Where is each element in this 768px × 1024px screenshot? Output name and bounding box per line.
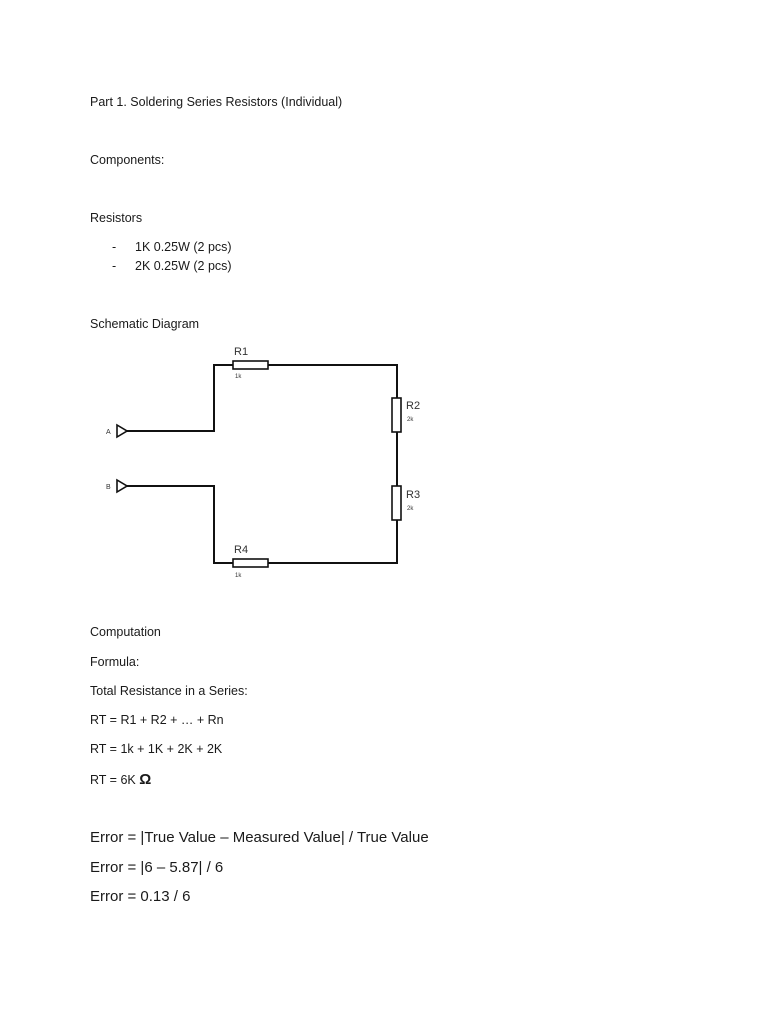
resistor-item-1k: 1K 0.25W (2 pcs) — [135, 240, 232, 254]
resistor-r3-icon — [391, 485, 402, 521]
resistor-r2-value: 2k — [407, 417, 414, 423]
total-resistance-label: Total Resistance in a Series: — [90, 684, 248, 698]
error-formula: Error = |True Value – Measured Value| / … — [90, 829, 429, 846]
resistor-r1-icon — [232, 360, 269, 370]
resistor-r4-label: R4 — [234, 544, 248, 556]
ohm-symbol: Ω — [139, 771, 152, 788]
wire-top — [268, 364, 398, 398]
resistors-heading: Resistors — [90, 211, 143, 225]
terminal-b-label: B — [106, 484, 111, 491]
components-heading: Components: — [90, 153, 165, 167]
error-substituted: Error = |6 – 5.87| / 6 — [90, 859, 224, 876]
rt-result: RT = 6K Ω — [90, 772, 151, 787]
error-result: Error = 0.13 / 6 — [90, 888, 191, 905]
rt-result-text: RT = 6K — [90, 773, 140, 787]
terminal-a-icon — [116, 423, 129, 439]
resistor-r4-icon — [232, 558, 269, 568]
formula-label: Formula: — [90, 655, 140, 669]
list-item: - 1K 0.25W (2 pcs) — [112, 241, 232, 254]
computation-heading: Computation — [90, 625, 161, 639]
resistor-r1-label: R1 — [234, 346, 248, 358]
resistor-item-2k: 2K 0.25W (2 pcs) — [135, 259, 232, 273]
rt-formula: RT = R1 + R2 + … + Rn — [90, 713, 224, 727]
bullet-dash: - — [112, 259, 117, 273]
document-title: Part 1. Soldering Series Resistors (Indi… — [90, 95, 343, 109]
resistor-r3-label: R3 — [406, 489, 420, 501]
rt-values: RT = 1k + 1K + 2K + 2K — [90, 742, 223, 756]
resistor-r2-label: R2 — [406, 400, 420, 412]
resistor-r1-value: 1k — [235, 374, 242, 380]
terminal-b-icon — [116, 478, 129, 494]
bullet-dash: - — [112, 240, 117, 254]
list-item: - 2K 0.25W (2 pcs) — [112, 260, 232, 273]
terminal-a-label: A — [106, 429, 111, 436]
schematic-heading: Schematic Diagram — [90, 317, 200, 331]
resistor-r3-value: 2k — [407, 506, 414, 512]
resistor-r2-icon — [391, 397, 402, 433]
wire-a — [127, 364, 233, 432]
wire-bottom — [268, 520, 398, 564]
resistor-r4-value: 1k — [235, 573, 242, 579]
wire-b — [127, 485, 233, 564]
schematic-diagram: A B R1 1k R2 2k R3 2k R4 1k — [106, 346, 420, 579]
